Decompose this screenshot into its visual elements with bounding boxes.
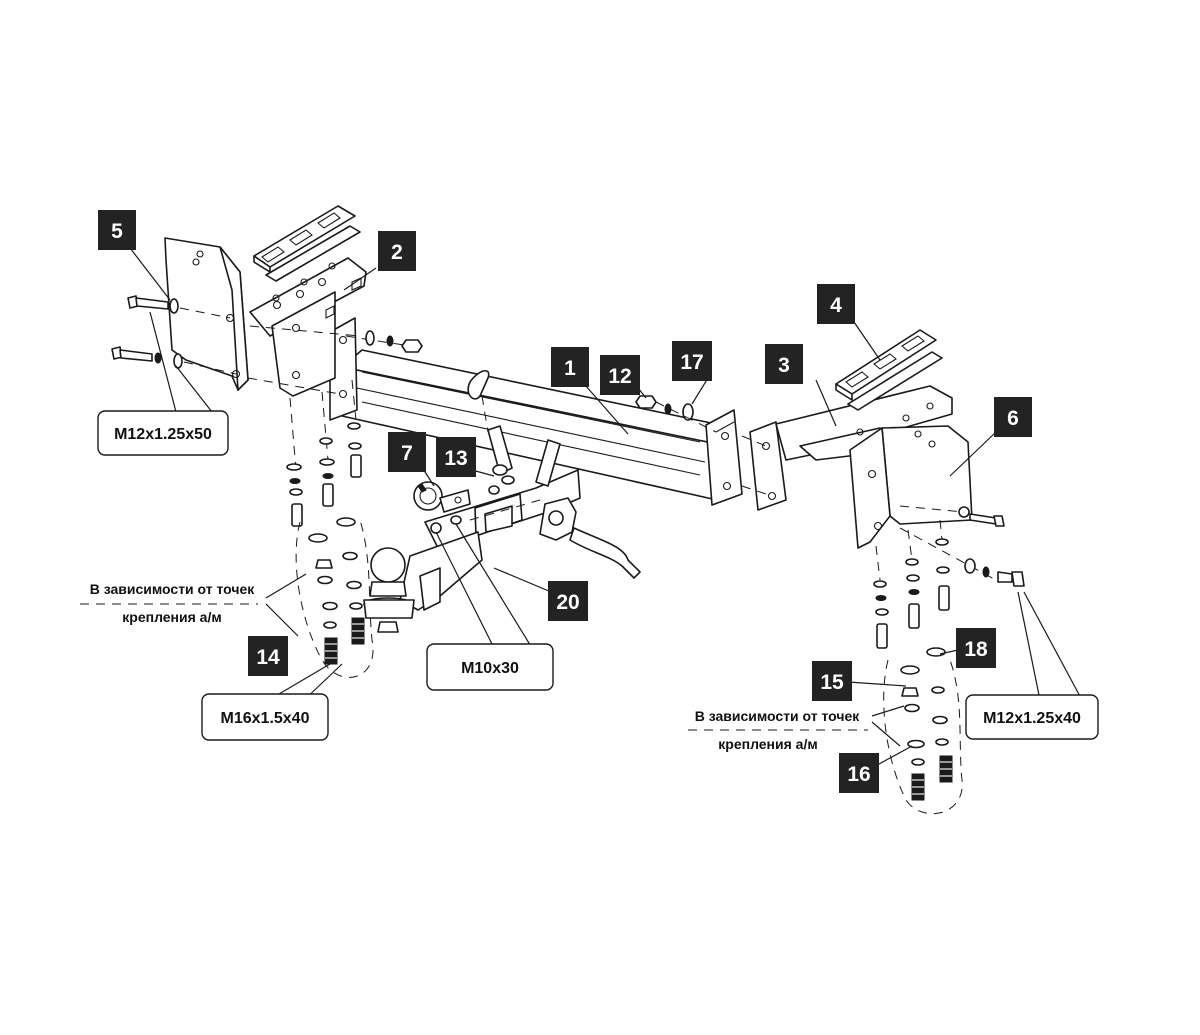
part-number: 14 [256, 646, 280, 669]
part-label-1: 1 [551, 347, 589, 387]
note-right: В зависимости от точек крепления а/м [695, 708, 861, 752]
left-side-plate [164, 237, 249, 391]
part-label-14: 14 [248, 636, 288, 676]
part-label-7: 7 [388, 432, 426, 472]
part-number: 15 [820, 671, 844, 694]
left-end-plate [329, 317, 358, 421]
part-number: 17 [680, 351, 703, 374]
note-line-1: В зависимости от точек [695, 708, 861, 724]
part-number: 5 [111, 220, 123, 243]
right-top-rail [835, 329, 943, 411]
note-left: В зависимости от точек крепления а/м [90, 581, 256, 625]
note-line-1: В зависимости от точек [90, 581, 256, 597]
part-number: 2 [391, 241, 403, 264]
right-end-plate [705, 409, 743, 506]
spec-label: M16x1.5x40 [221, 710, 310, 727]
part-number: 18 [964, 638, 988, 661]
part-number: 20 [556, 591, 579, 614]
spec-callout-left-bolt: M12x1.25x50 [97, 410, 229, 456]
part-label-15: 15 [812, 661, 852, 701]
part-number: 16 [847, 763, 870, 786]
right-side-plate [849, 425, 1025, 587]
left-horizontal-bolts [111, 295, 361, 395]
part-label-3: 3 [765, 344, 803, 384]
part-number: 1 [564, 357, 576, 380]
part-label-5: 5 [98, 210, 136, 250]
ball-mount [363, 370, 641, 633]
part-label-16: 16 [839, 753, 879, 793]
part-label-4: 4 [817, 284, 855, 324]
part-number: 6 [1007, 407, 1019, 430]
part-label-2: 2 [378, 231, 416, 271]
crossbar-nut-chain [635, 395, 717, 433]
left-bracket [249, 257, 367, 397]
note-line-2: крепления а/м [718, 736, 817, 752]
main-crossbar [341, 349, 736, 501]
left-vertical-bolts [286, 379, 374, 678]
note-line-2: крепления а/м [122, 609, 221, 625]
part-label-6: 6 [994, 397, 1032, 437]
spec-callout-ball-bolt: M16x1.5x40 [201, 693, 329, 741]
part-number: 12 [608, 365, 631, 388]
part-label-12: 12 [600, 355, 640, 395]
part-label-18: 18 [956, 628, 996, 668]
left-nut-chain [345, 330, 423, 353]
spec-label: M10x30 [461, 660, 519, 677]
part-label-17: 17 [672, 341, 712, 381]
part-number: 3 [778, 354, 790, 377]
part-label-13: 13 [436, 437, 476, 477]
part-label-20: 20 [548, 581, 588, 621]
right-vertical-bolts [873, 519, 963, 815]
part-number: 4 [830, 294, 842, 317]
left-top-rail [253, 205, 361, 302]
spec-callout-socket-bolt: M10x30 [426, 643, 554, 691]
spec-label: M12x1.25x50 [114, 426, 212, 443]
part-number: 7 [401, 442, 413, 465]
part-number: 13 [444, 447, 467, 470]
spec-label: M12x1.25x40 [983, 710, 1081, 727]
spec-callout-right-bolt: M12x1.25x40 [965, 694, 1099, 740]
